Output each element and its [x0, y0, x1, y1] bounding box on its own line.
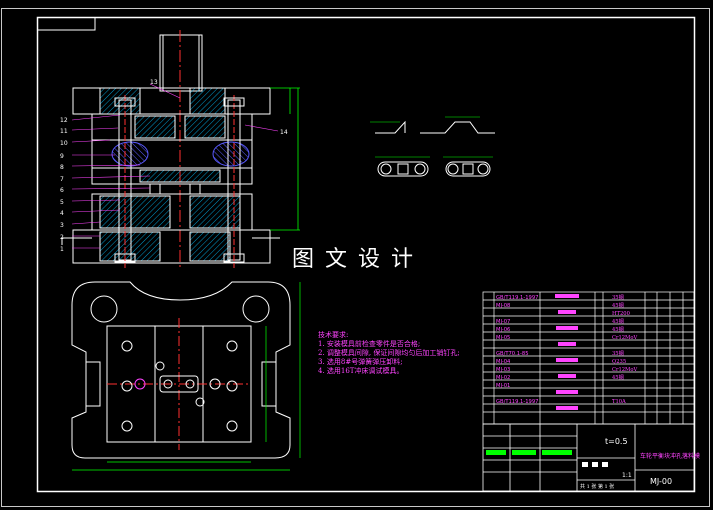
watermark-text: 图 文 设 计 [292, 247, 415, 272]
title-block-part-name: 车轮平衡块冲孔落料模 [640, 452, 700, 460]
bom-code: MJ-02 [496, 375, 510, 381]
bom-material: 35钢 [612, 293, 624, 301]
bom-material: T10A [612, 399, 626, 405]
bom-material: 45钢 [612, 301, 624, 309]
bom-code: GB/T70.1-85 [496, 351, 529, 357]
section-dimensions [270, 87, 300, 231]
bom-material: 35钢 [612, 349, 624, 357]
part-label-10: 10 [60, 140, 68, 147]
bom-material: 45钢 [612, 317, 624, 325]
guide-bush-left [90, 295, 118, 323]
tech-notes-title: 技术要求: [318, 330, 348, 339]
part-label-7: 7 [60, 176, 64, 183]
title-block-sheet: 共 1 张 第 1 张 [580, 483, 614, 490]
die-plan-view [71, 281, 291, 459]
title-block-scale: 1:1 [622, 472, 632, 479]
part-label-6: 6 [60, 187, 64, 194]
tech-note-1: 1. 安装模具前检查零件是否合格; [318, 339, 420, 348]
part-label-4: 4 [60, 210, 64, 217]
part-blank-views [375, 156, 493, 177]
die-shank [159, 34, 203, 92]
bom-material: Q235 [612, 359, 626, 365]
bom-code: GB/T119.1-1997 [496, 399, 538, 405]
lower-plate [72, 229, 271, 264]
tech-note-2: 2. 调整模具间隙, 保证间隙均匀后加工销钉孔; [318, 348, 460, 357]
part-label-1: 1 [60, 246, 64, 253]
part-label-13: 13 [150, 79, 158, 86]
bom-code: GB/T119.1-1997 [496, 295, 538, 301]
bom-material: HT200 [612, 311, 630, 317]
bom-code: MJ-07 [496, 319, 510, 325]
title-block [482, 423, 695, 492]
part-label-9: 9 [60, 153, 64, 160]
guide-bush-right [242, 295, 270, 323]
bom-materials: 35钢 45钢 HT200 45钢 45钢 Cr12MoV 35钢 Q235 C… [612, 293, 637, 405]
bom-table [482, 291, 695, 425]
part-leaders [71, 83, 279, 249]
bom-code: MJ-08 [496, 303, 510, 309]
part-label-12: 12 [60, 117, 68, 124]
spring-right [212, 141, 250, 167]
part-label-14: 14 [280, 129, 288, 136]
part-label-5: 5 [60, 199, 64, 206]
bom-name-bars [555, 294, 579, 410]
corner-mark [38, 18, 96, 31]
bom-codes: GB/T119.1-1997 MJ-08 MJ-07 MJ-06 MJ-05 G… [496, 295, 538, 405]
technical-requirements: 技术要求: 1. 安装模具前检查零件是否合格; 2. 调整模具间隙, 保证间隙均… [318, 330, 460, 375]
part-label-2: 2 [60, 234, 64, 241]
part-label-8: 8 [60, 164, 64, 171]
bom-material: Cr12MoV [612, 367, 637, 373]
bom-material: 45钢 [612, 325, 624, 333]
lower-die-set-outline [71, 281, 291, 459]
spring-left [111, 141, 149, 167]
die-section-view [61, 30, 280, 268]
bom-code: MJ-03 [496, 367, 510, 373]
part-label-11: 11 [60, 128, 68, 135]
part-label-3: 3 [60, 222, 64, 229]
tech-note-4: 4. 选用16T冲床调试模具。 [318, 366, 403, 375]
bom-material: 45钢 [612, 373, 624, 381]
title-block-marks [486, 450, 608, 467]
tech-note-3: 3. 选用8#号弹簧弹压卸料; [318, 357, 403, 366]
bom-code: MJ-04 [496, 359, 511, 365]
outer-frame [1, 8, 710, 507]
title-block-thickness: t=0.5 [605, 437, 628, 446]
part-profile-views [370, 116, 495, 134]
drawing-border [36, 16, 696, 493]
bom-material: Cr12MoV [612, 335, 637, 341]
bom-code: MJ-01 [496, 383, 510, 389]
plan-dimensions [72, 282, 301, 471]
bom-code: MJ-06 [496, 327, 510, 333]
title-block-drawing-no: MJ-00 [650, 477, 672, 486]
bom-code: MJ-05 [496, 335, 510, 341]
